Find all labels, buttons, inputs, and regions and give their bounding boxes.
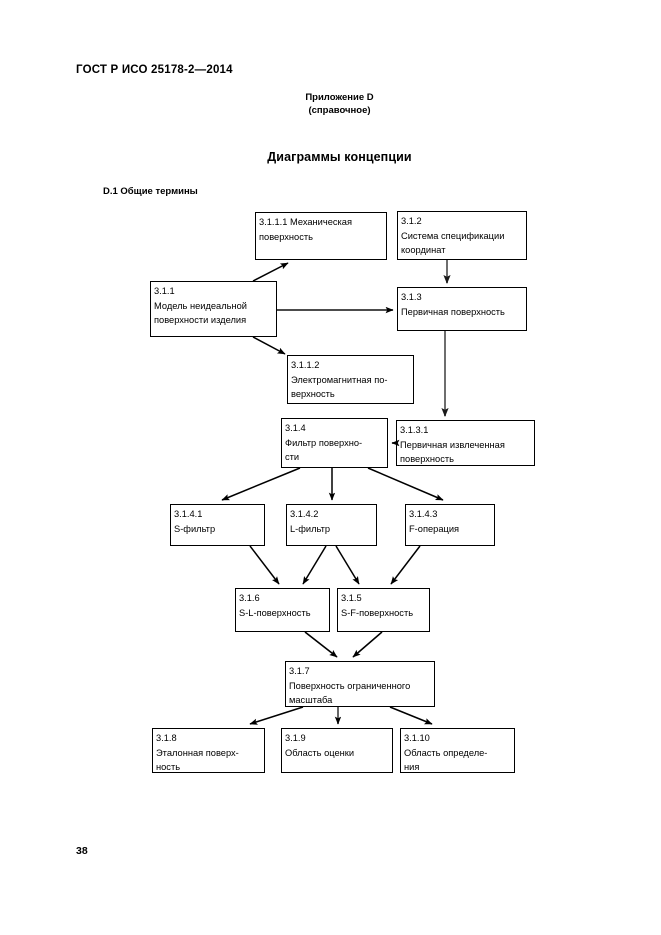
node-id: 3.1.4.2 — [290, 509, 319, 519]
node-3-1-8[interactable]: 3.1.8 Эталонная поверх- ность — [152, 728, 265, 773]
annex-heading: Приложение D (справочное) — [0, 91, 661, 117]
node-id: 3.1.4.1 — [174, 509, 203, 519]
node-label: L-фильтр — [290, 523, 331, 534]
node-id: 3.1.3.1 — [400, 425, 429, 435]
page-title-text: Диаграммы концепции — [267, 150, 412, 164]
node-3-1-4-1[interactable]: 3.1.4.1 S-фильтр — [170, 504, 265, 546]
edge-314-to-3141 — [221, 467, 301, 501]
edge-314-to-3143 — [367, 467, 444, 501]
node-label: Поверхность ограниченного — [289, 680, 411, 691]
edge-317-to-318 — [249, 706, 304, 725]
node-label: Модель неидеальной — [154, 300, 247, 311]
page-title: Диаграммы концепции — [0, 150, 661, 164]
node-3-1-2[interactable]: 3.1.2 Система спецификации координат — [397, 211, 527, 260]
node-id: 3.1.1.1 Механическая — [259, 217, 353, 227]
node-label: Первичная извлеченная — [400, 439, 505, 450]
node-id: 3.1.1.2 — [291, 360, 320, 370]
page-number: 38 — [76, 845, 88, 857]
node-id: 3.1.4 — [285, 423, 306, 433]
node-3-1-4[interactable]: 3.1.4 Фильтр поверхно- сти — [281, 418, 388, 468]
node-label-cont: ния — [404, 762, 420, 773]
edge-3141-to-316 — [249, 545, 280, 585]
node-label: S-L-поверхность — [239, 607, 311, 618]
standard-number: ГОСТ Р ИСО 25178-2—2014 — [76, 64, 233, 76]
node-label: Первичная поверхность — [401, 306, 505, 317]
node-id: 3.1.9 — [285, 733, 306, 743]
node-3-1-4-3[interactable]: 3.1.4.3 F-операция — [405, 504, 495, 546]
node-label-cont: поверхность — [400, 454, 454, 465]
node-label: F-операция — [409, 523, 460, 534]
node-id: 3.1.4.3 — [409, 509, 438, 519]
node-3-1-5[interactable]: 3.1.5 S-F-поверхность — [337, 588, 430, 632]
node-label-cont: ность — [156, 762, 181, 773]
edge-315-to-317 — [352, 631, 383, 658]
node-label-cont: масштаба — [289, 695, 333, 706]
node-id: 3.1.8 — [156, 733, 177, 743]
node-3-1-9[interactable]: 3.1.9 Область оценки — [281, 728, 393, 773]
node-label: Электромагнитная по- — [291, 374, 388, 385]
node-label: Фильтр поверхно- — [285, 437, 363, 448]
node-label: S-фильтр — [174, 523, 216, 534]
node-id: 3.1.10 — [404, 733, 430, 743]
edge-311-to-3112 — [252, 336, 286, 355]
node-3-1-3-1[interactable]: 3.1.3.1 Первичная извлеченная поверхност… — [396, 420, 535, 466]
node-3-1-10[interactable]: 3.1.10 Область определе- ния — [400, 728, 515, 773]
edge-316-to-317 — [304, 631, 338, 658]
edge-3142-to-316 — [302, 545, 327, 585]
node-3-1-1-2[interactable]: 3.1.1.2 Электромагнитная по- верхность — [287, 355, 414, 404]
node-label: Система спецификации — [401, 230, 505, 241]
edge-3143-to-315 — [390, 545, 421, 585]
node-label: Эталонная поверх- — [156, 747, 239, 758]
node-id: 3.1.7 — [289, 666, 310, 676]
edge-3142-to-315 — [335, 545, 360, 585]
node-label-cont: верхность — [291, 389, 335, 400]
node-id: 3.1.1 — [154, 286, 175, 296]
node-label-cont: сти — [285, 452, 300, 463]
node-id: 3.1.5 — [341, 593, 362, 603]
node-3-1-4-2[interactable]: 3.1.4.2 L-фильтр — [286, 504, 377, 546]
node-id: 3.1.3 — [401, 292, 422, 302]
edge-311-to-3111 — [252, 262, 289, 282]
node-id: 3.1.2 — [401, 216, 422, 226]
node-3-1-7[interactable]: 3.1.7 Поверхность ограниченного масштаба — [285, 661, 435, 707]
annex-label: Приложение D — [305, 92, 374, 103]
section-heading: D.1 Общие термины — [103, 186, 198, 197]
node-label: поверхность — [259, 231, 313, 242]
node-3-1-1[interactable]: 3.1.1 Модель неидеальной поверхности изд… — [150, 281, 277, 337]
node-label: S-F-поверхность — [341, 607, 414, 618]
node-id: 3.1.6 — [239, 593, 260, 603]
node-label-cont: координат — [401, 245, 446, 256]
node-label: Область определе- — [404, 747, 488, 758]
annex-sublabel: (справочное) — [308, 105, 371, 116]
node-label-cont: поверхности изделия — [154, 315, 247, 326]
node-label: Область оценки — [285, 747, 355, 758]
node-3-1-1-1[interactable]: 3.1.1.1 Механическая поверхность — [255, 212, 387, 260]
node-3-1-6[interactable]: 3.1.6 S-L-поверхность — [235, 588, 330, 632]
edge-317-to-3110 — [389, 706, 433, 725]
node-3-1-3[interactable]: 3.1.3 Первичная поверхность — [397, 287, 527, 331]
